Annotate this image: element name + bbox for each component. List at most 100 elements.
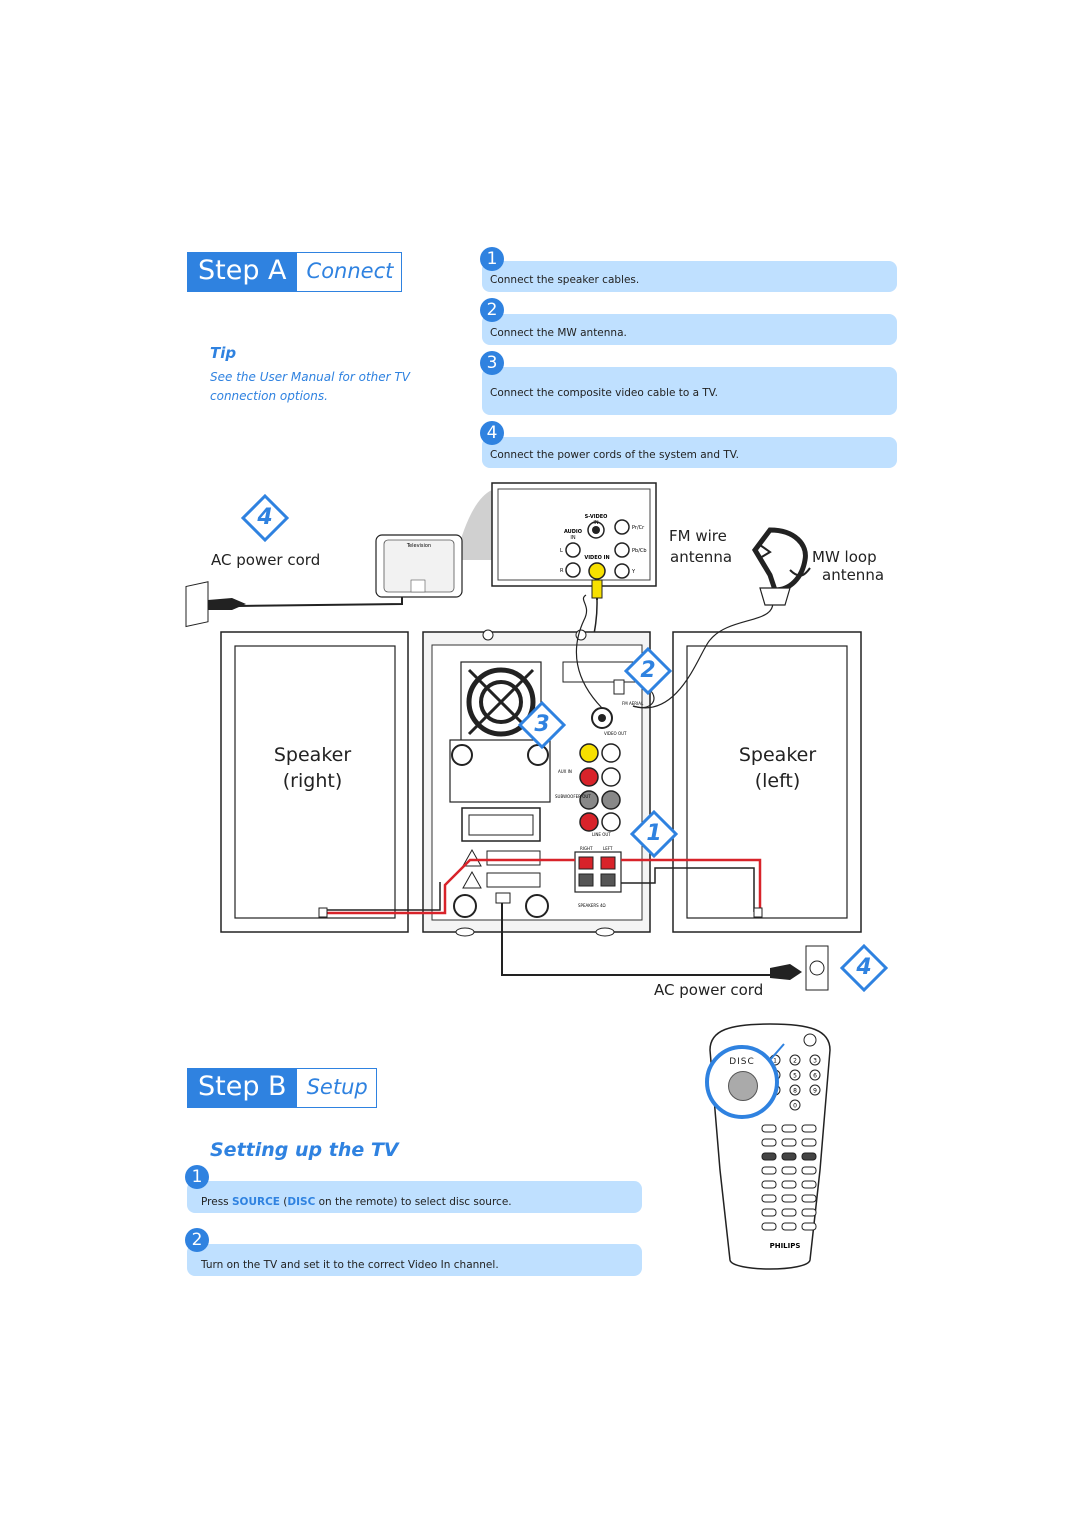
step-a-3-text: Connect the composite video cable to a T… xyxy=(490,387,718,399)
video-plug-tv xyxy=(591,579,603,599)
remote-button[interactable] xyxy=(761,1208,777,1217)
disc-zoom-pointer xyxy=(769,1043,785,1061)
tip-title: Tip xyxy=(210,344,237,362)
remote-button[interactable] xyxy=(801,1166,817,1175)
remote-button[interactable] xyxy=(761,1166,777,1175)
remote-button[interactable] xyxy=(801,1222,817,1231)
step-b-label: Step B xyxy=(188,1069,297,1107)
step-a-3-num: 3 xyxy=(480,351,504,375)
label-mw-loop: MW loop xyxy=(812,548,877,566)
panel-label-l: L xyxy=(560,548,563,554)
speaker-cable-left-red xyxy=(621,858,762,912)
remote-button[interactable] xyxy=(781,1152,797,1161)
step-b-2-box: Turn on the TV and set it to the correct… xyxy=(187,1244,642,1276)
remote-button[interactable] xyxy=(761,1194,777,1203)
plug-left xyxy=(208,598,246,610)
back-label-aux-in: AUX IN xyxy=(558,769,572,774)
step-a-4-text: Connect the power cords of the system an… xyxy=(490,449,739,461)
disc-label: DISC xyxy=(729,1057,755,1067)
remote-button[interactable] xyxy=(761,1180,777,1189)
remote-button[interactable] xyxy=(781,1194,797,1203)
remote-button[interactable] xyxy=(761,1152,777,1161)
fm-wire xyxy=(575,594,603,709)
panel-label-audio: AUDIO xyxy=(564,529,582,535)
panel-label-pr: Pr/Cr xyxy=(632,525,645,531)
step-b-2-num: 2 xyxy=(185,1228,209,1252)
step-b-1-num: 1 xyxy=(185,1165,209,1189)
wall-socket-left xyxy=(185,581,209,628)
remote-button[interactable] xyxy=(781,1180,797,1189)
back-label-right: RIGHT xyxy=(580,846,593,851)
remote-key-8[interactable] xyxy=(789,1084,801,1096)
remote-button[interactable] xyxy=(761,1124,777,1133)
back-label-speakers: SPEAKERS 4Ω xyxy=(578,903,606,908)
remote-button[interactable] xyxy=(801,1208,817,1217)
remote-key-label: 1 xyxy=(773,1058,777,1065)
remote-key-5[interactable] xyxy=(789,1069,801,1081)
remote-button[interactable] xyxy=(781,1208,797,1217)
mw-loop-antenna xyxy=(751,527,808,593)
mw-antenna-wire xyxy=(632,597,774,709)
label-mw-antenna: antenna xyxy=(822,566,885,584)
panel-label-svideo-in: IN xyxy=(593,520,598,526)
setup-title: Setting up the TV xyxy=(210,1139,399,1161)
remote-button[interactable] xyxy=(781,1166,797,1175)
disc-button-zoom: DISC xyxy=(705,1045,779,1119)
step-a-2-text: Connect the MW antenna. xyxy=(490,327,627,339)
remote-key-9[interactable] xyxy=(809,1084,821,1096)
remote-button[interactable] xyxy=(801,1152,817,1161)
back-label-subwoofer-out: SUBWOOFER OUT xyxy=(555,794,591,799)
label-fm-wire: FM wire xyxy=(669,527,727,545)
remote-key-label: 0 xyxy=(793,1103,797,1110)
aux-in-r-jack xyxy=(579,767,599,787)
step-a-1-box: Connect the speaker cables. xyxy=(482,261,897,292)
panel-label-svideo: S-VIDEO xyxy=(585,514,608,520)
remote-key-label: 5 xyxy=(793,1073,797,1080)
step-b-header: Step B Setup xyxy=(187,1068,377,1108)
remote-button[interactable] xyxy=(801,1124,817,1133)
remote-key-3[interactable] xyxy=(809,1054,821,1066)
remote-button[interactable] xyxy=(761,1222,777,1231)
disc-button[interactable] xyxy=(728,1071,758,1101)
remote-button[interactable] xyxy=(781,1138,797,1147)
step-a-1-num: 1 xyxy=(480,247,504,271)
step-b-sub: Setup xyxy=(306,1075,368,1099)
back-label-video-out: VIDEO OUT xyxy=(604,731,627,736)
back-label-line-out: LINE OUT xyxy=(592,832,611,837)
y-jack xyxy=(614,563,630,579)
remote-button[interactable] xyxy=(801,1138,817,1147)
step-a-2-num: 2 xyxy=(480,298,504,322)
remote-key-6[interactable] xyxy=(809,1069,821,1081)
label-speaker-left-side: (left) xyxy=(754,770,801,792)
remote-key-0[interactable] xyxy=(789,1099,801,1111)
step-a-header: Step A Connect xyxy=(187,252,403,292)
speaker-cable-left-black xyxy=(621,867,755,912)
pr-jack xyxy=(614,519,630,535)
tv-power-cord xyxy=(237,597,403,607)
remote-key-2[interactable] xyxy=(789,1054,801,1066)
panel-label-r: R xyxy=(560,568,564,574)
remote-button[interactable] xyxy=(761,1138,777,1147)
panel-label-video-in: VIDEO IN xyxy=(584,555,609,561)
tv-label: Television xyxy=(406,543,431,549)
panel-label-pb: Pb/Cb xyxy=(632,548,647,554)
remote-button[interactable] xyxy=(781,1222,797,1231)
remote-button[interactable] xyxy=(781,1124,797,1133)
callout-1-speakers: 1 xyxy=(629,809,679,859)
remote-key-label: 9 xyxy=(813,1088,817,1095)
video-out-jack xyxy=(579,743,599,763)
tip-line-2: connection options. xyxy=(210,389,328,403)
video-in-jack xyxy=(588,562,606,580)
callout-2-antenna: 2 xyxy=(623,646,673,696)
remote-button[interactable] xyxy=(801,1180,817,1189)
tv-panel-shadow xyxy=(455,490,492,560)
remote-button[interactable] xyxy=(801,1194,817,1203)
audio-l-jack xyxy=(565,542,581,558)
remote-key-label: 3 xyxy=(813,1058,817,1065)
label-fm-antenna: antenna xyxy=(670,548,733,566)
step-a-label: Step A xyxy=(188,253,297,291)
back-label-left: LEFT xyxy=(603,846,613,851)
remote-key-label: 8 xyxy=(793,1088,797,1095)
callout-4-power: 4 xyxy=(839,943,889,993)
